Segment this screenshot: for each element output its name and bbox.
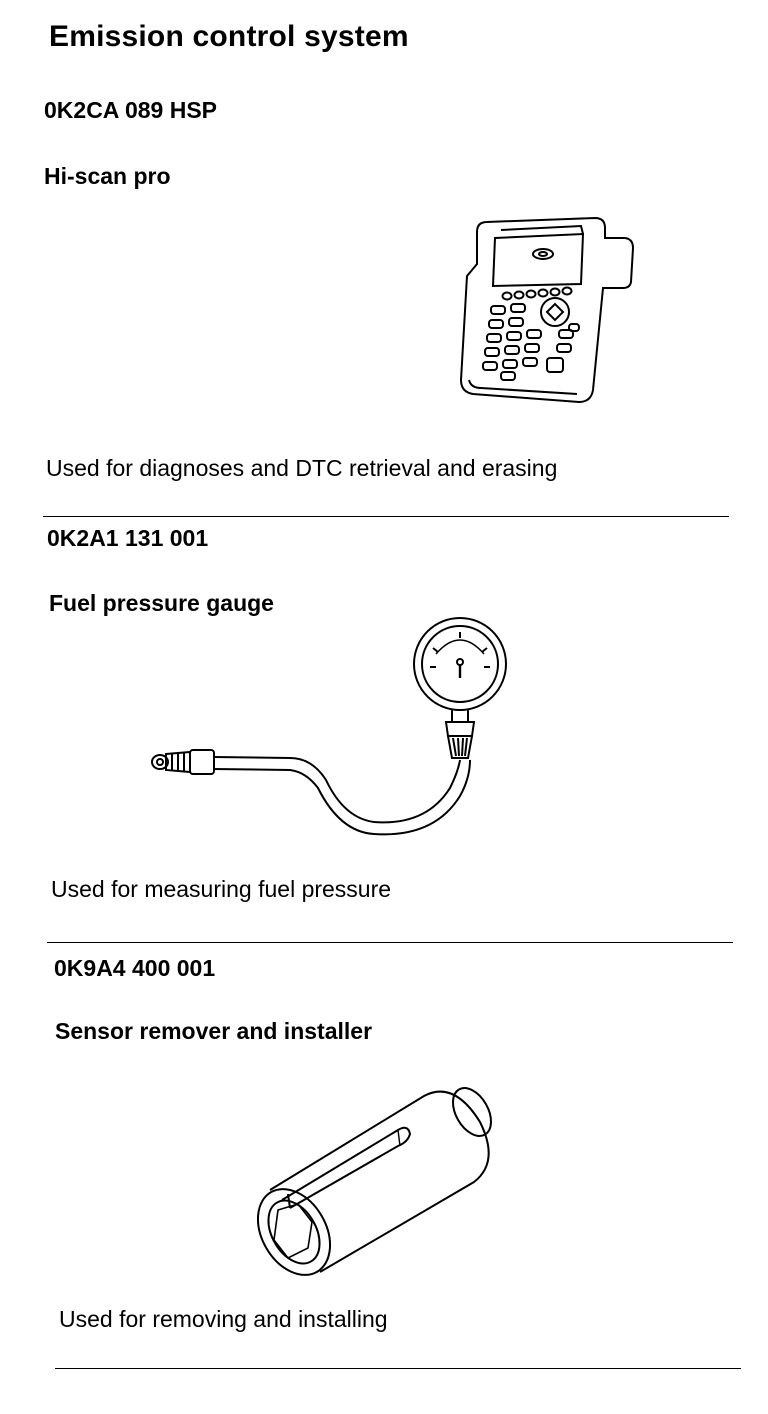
tool-3-description: Used for removing and installing [59,1306,388,1332]
section-divider [43,516,729,517]
tool-2-description: Used for measuring fuel pressure [51,876,392,902]
tool-1-name: Hi-scan pro [44,163,171,189]
pressure-gauge-icon [140,612,520,842]
section-divider [55,1368,741,1369]
page-title: Emission control system [49,20,409,53]
section-divider [47,942,733,943]
scan-tool-icon [455,212,635,407]
tool-2-name: Fuel pressure gauge [49,590,274,616]
tool-3-name: Sensor remover and installer [55,1018,373,1044]
tool-2-part-number: 0K2A1 131 001 [47,525,209,551]
tool-1-description: Used for diagnoses and DTC retrieval and… [46,455,558,481]
tool-1-part-number: 0K2CA 089 HSP [44,97,218,123]
tool-3-part-number: 0K9A4 400 001 [54,955,216,981]
sensor-socket-icon [248,1082,498,1282]
